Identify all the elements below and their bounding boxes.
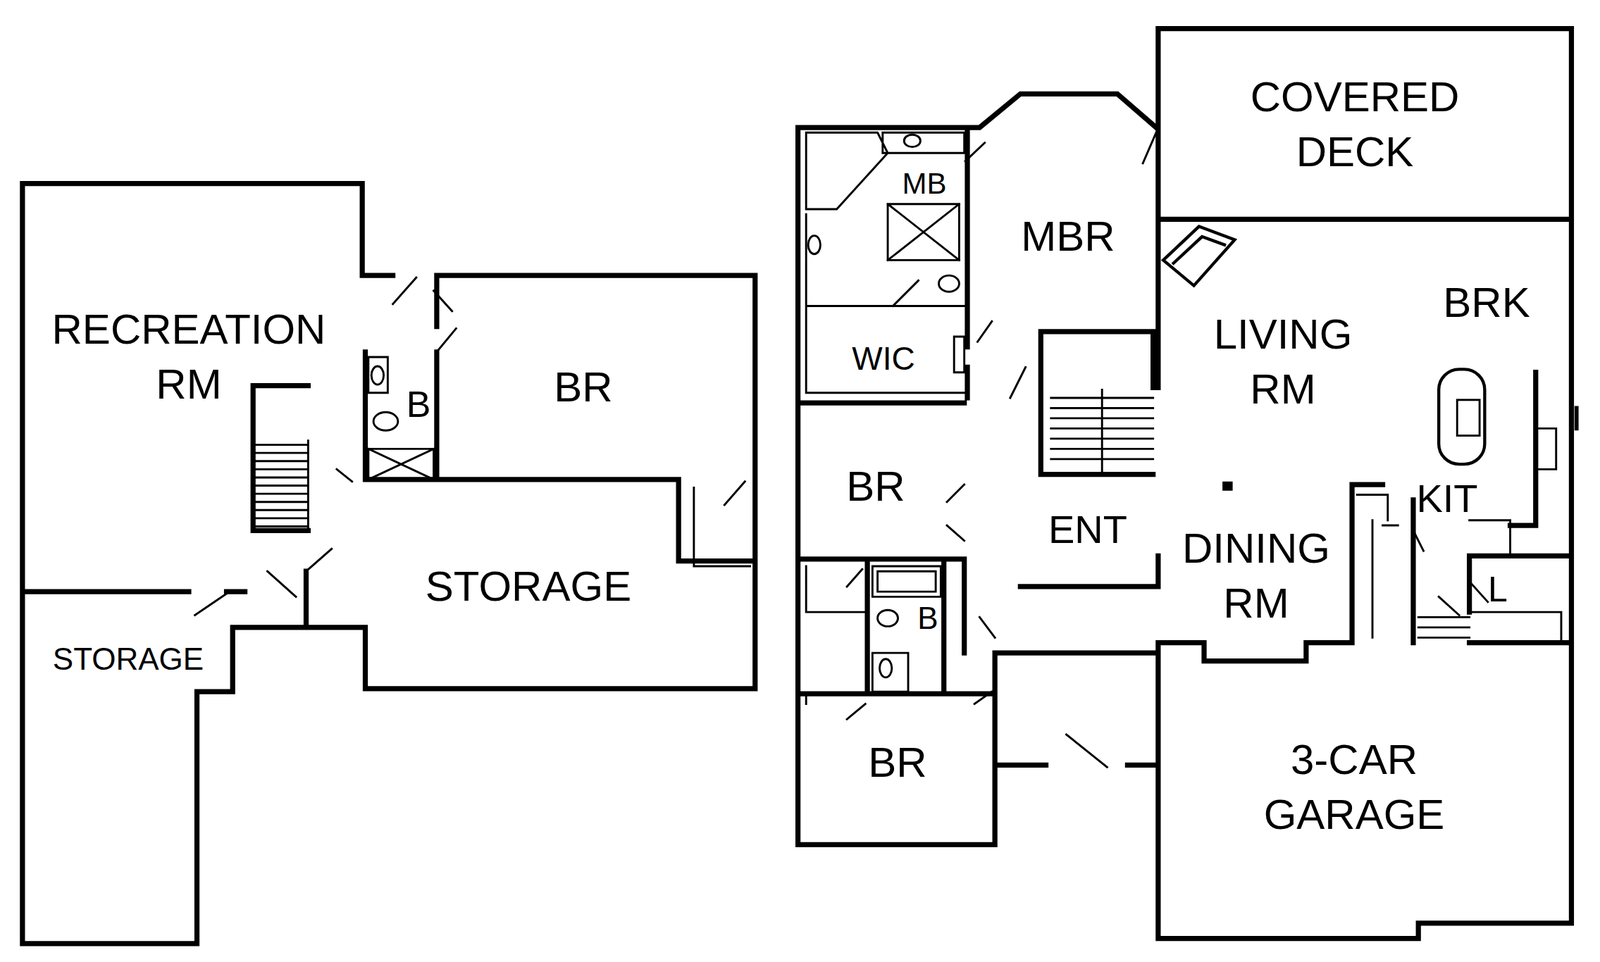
room-label: ENT bbox=[1048, 504, 1128, 556]
room-label: MBR bbox=[1020, 209, 1115, 265]
door-swing bbox=[846, 132, 1488, 768]
wall bbox=[22, 183, 756, 945]
room-label: RECREATION RM bbox=[33, 302, 344, 413]
kitchen-island bbox=[1438, 369, 1485, 465]
room-label: DINING RM bbox=[1164, 521, 1348, 632]
room-label: STORAGE bbox=[425, 559, 632, 615]
room-label: MB bbox=[902, 164, 947, 204]
room-label: B bbox=[406, 381, 432, 430]
bath-fixtures bbox=[805, 132, 964, 704]
room-label: KIT bbox=[1416, 473, 1478, 525]
room-label: B bbox=[917, 598, 938, 639]
sink bbox=[808, 236, 821, 255]
sink bbox=[903, 134, 921, 147]
wall bbox=[798, 28, 1572, 940]
room-label: STORAGE bbox=[52, 639, 204, 680]
room-label: COVERED DECK bbox=[1235, 69, 1475, 180]
stair-treads bbox=[252, 441, 308, 531]
toilet bbox=[373, 412, 399, 431]
window-marks bbox=[97, 183, 1577, 846]
room-label: L bbox=[1487, 567, 1508, 613]
room-label: BR bbox=[846, 459, 905, 515]
room-label: WIC bbox=[851, 338, 915, 381]
cooktop bbox=[1456, 400, 1480, 437]
toilet bbox=[877, 610, 899, 627]
room-label: BRK bbox=[1442, 275, 1530, 331]
room-label: 3-CAR GARAGE bbox=[1248, 732, 1460, 843]
room-label: LIVING RM bbox=[1191, 307, 1375, 418]
room-label: BR bbox=[553, 360, 613, 415]
sink bbox=[371, 366, 384, 385]
bath-fixtures bbox=[336, 357, 434, 482]
sink bbox=[879, 659, 892, 678]
post bbox=[1222, 481, 1233, 492]
kitchen-counter bbox=[1356, 428, 1562, 643]
fireplace bbox=[1163, 226, 1235, 287]
toilet bbox=[938, 275, 959, 292]
room-label: BR bbox=[867, 735, 927, 791]
